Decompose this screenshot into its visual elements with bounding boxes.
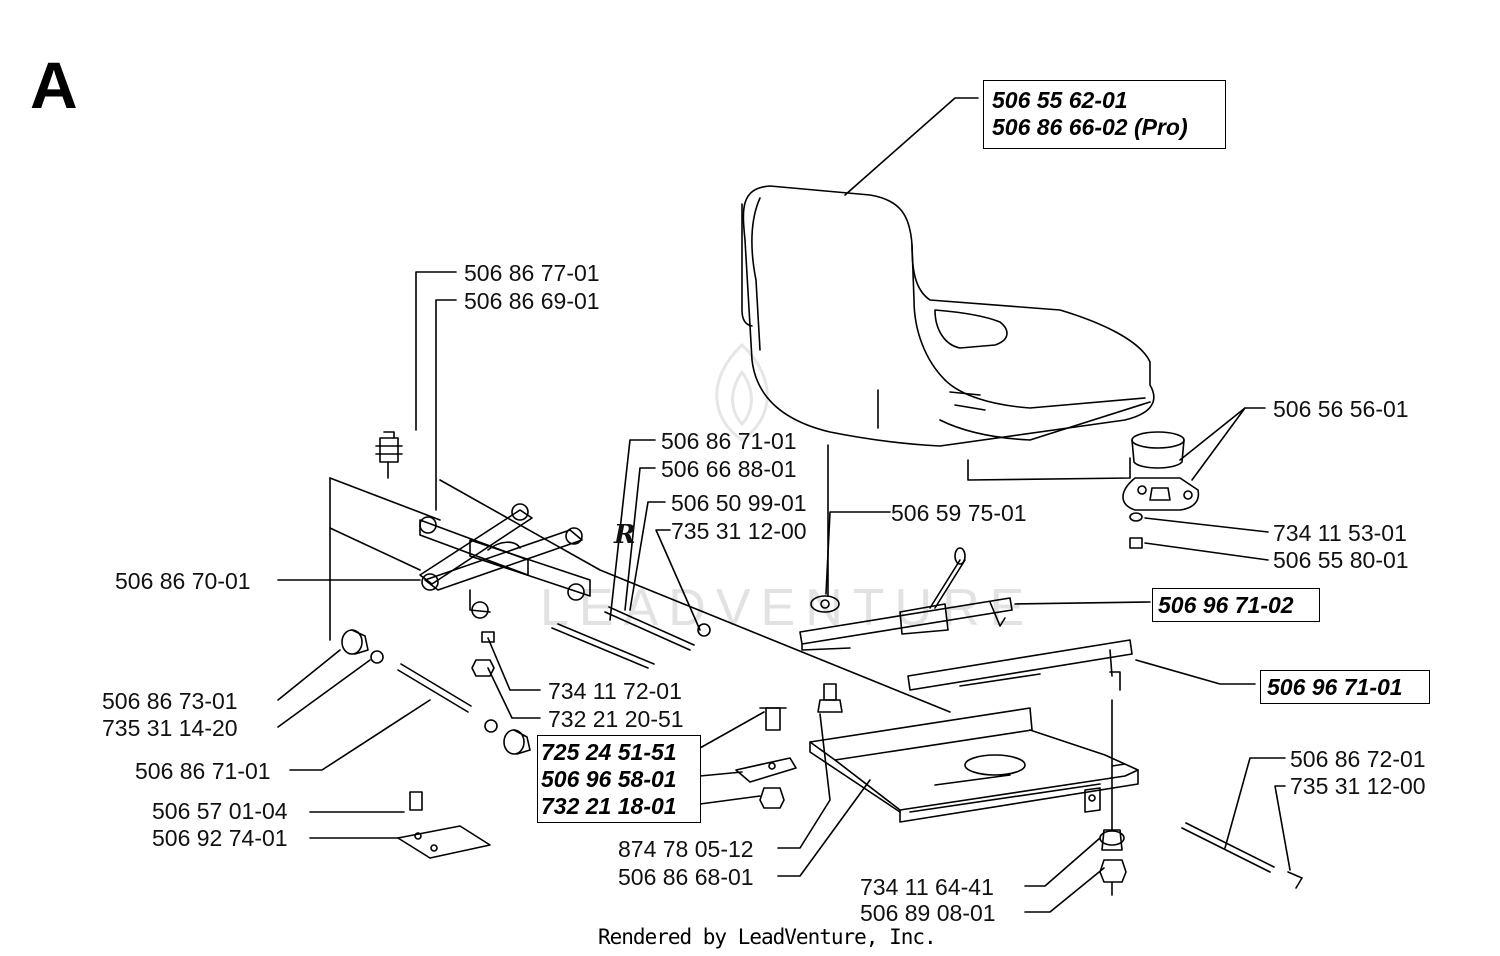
slide-rail-lower-callout: 506 96 71-01 xyxy=(1260,670,1430,704)
pivot-link-drawing xyxy=(419,503,591,619)
part-label: 734 11 64-41 xyxy=(860,874,994,900)
bracket-nut-part-number: 732 21 18-01 xyxy=(541,793,677,819)
leader-lines xyxy=(277,97,1291,913)
part-label: 506 86 71-01 xyxy=(135,758,271,784)
part-label: 734 11 53-01 xyxy=(1273,520,1407,546)
part-label: 506 57 01-04 xyxy=(152,798,288,824)
slide-rail-upper-callout: 506 96 71-02 xyxy=(1152,588,1320,622)
part-label: 735 31 12-00 xyxy=(1290,773,1426,799)
part-label: 506 66 88-01 xyxy=(661,456,797,482)
bushings-drawing xyxy=(341,623,711,755)
upper-slide-rail-drawing xyxy=(799,547,1013,651)
seat-drawing xyxy=(741,185,1155,447)
seat-stop-drawing xyxy=(1122,431,1200,549)
part-label: 506 55 80-01 xyxy=(1273,547,1409,573)
seat-part-number: 506 55 62-01 xyxy=(992,87,1128,113)
part-label: 506 89 08-01 xyxy=(860,900,996,926)
section-letter: A xyxy=(30,48,78,122)
base-plate-drawing xyxy=(809,707,1139,823)
slide-rail-lower-part-number: 506 96 71-01 xyxy=(1267,674,1403,700)
rubber-buffer-drawing xyxy=(375,431,403,479)
rods-drawing xyxy=(397,606,1275,873)
footer-credit: Rendered by LeadVenture, Inc. xyxy=(598,925,937,949)
seat-callout-box: 506 55 62-01 506 86 66-02 (Pro) xyxy=(983,80,1226,149)
seat-leader xyxy=(967,457,1131,481)
right-side-mark: R xyxy=(614,520,636,550)
seat-pro-part-number: 506 86 66-02 (Pro) xyxy=(992,114,1188,140)
part-label: 506 86 72-01 xyxy=(1290,746,1426,772)
part-label: 732 21 20-51 xyxy=(548,706,684,732)
part-label: 506 86 71-01 xyxy=(661,428,797,454)
part-label: 506 86 73-01 xyxy=(102,688,238,714)
part-label: 506 86 70-01 xyxy=(115,568,251,594)
slide-rail-upper-part-number: 506 96 71-02 xyxy=(1158,592,1294,618)
watermark-flame-icon xyxy=(715,343,769,442)
bracket-part-number: 506 96 58-01 xyxy=(541,766,677,792)
part-label: 506 59 75-01 xyxy=(891,500,1027,526)
part-label: 735 31 14-20 xyxy=(102,715,238,741)
lower-slide-rail-drawing xyxy=(907,639,1133,691)
part-label: 734 11 72-01 xyxy=(548,678,682,704)
fasteners-drawing xyxy=(397,671,1303,896)
part-label: 506 92 74-01 xyxy=(152,825,288,851)
part-label: 506 50 99-01 xyxy=(671,490,807,516)
part-label: 506 56 56-01 xyxy=(1273,396,1409,422)
bracket-bolt-part-number: 725 24 51-51 xyxy=(541,739,677,765)
part-label: 735 31 12-00 xyxy=(671,518,807,544)
part-label: 506 86 77-01 xyxy=(464,260,600,286)
part-label: 506 86 69-01 xyxy=(464,288,600,314)
part-label: 874 78 05-12 xyxy=(618,836,754,862)
bracket-group-callout: 725 24 51-51 506 96 58-01 732 21 18-01 xyxy=(537,735,701,823)
part-label: 506 86 68-01 xyxy=(618,864,754,890)
